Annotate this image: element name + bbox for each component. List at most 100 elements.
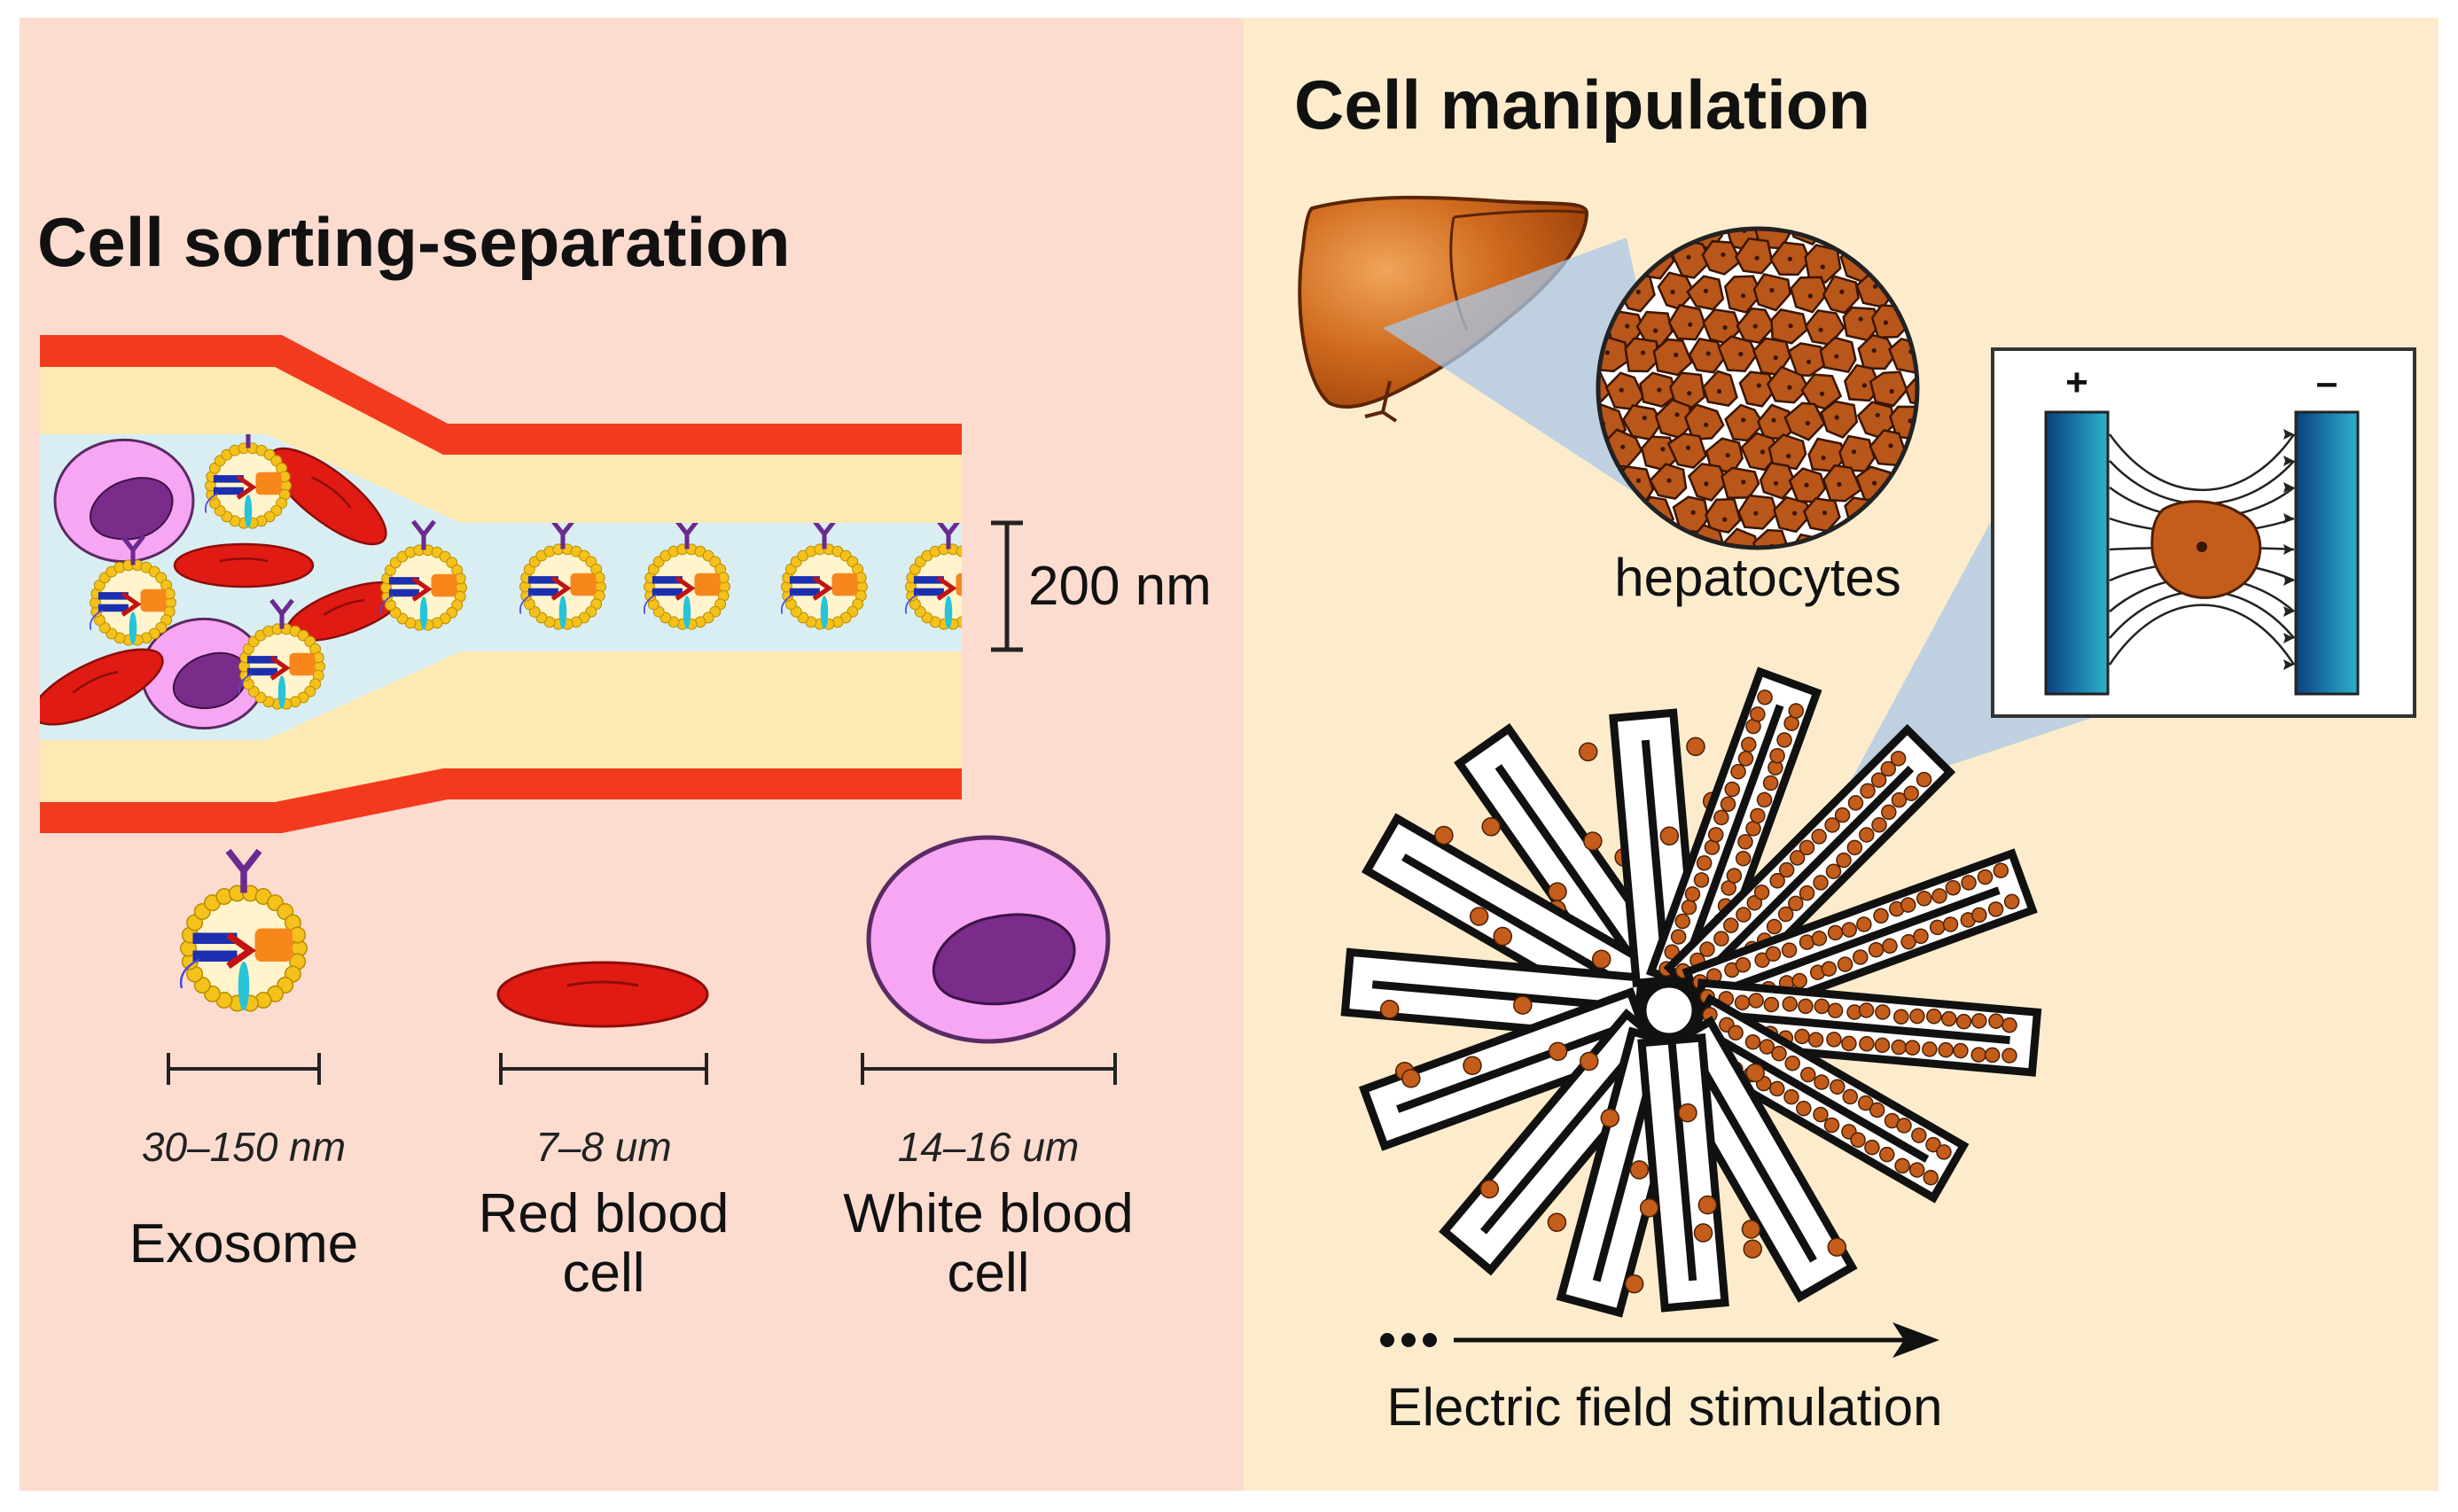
exosome-icon bbox=[205, 434, 292, 529]
white-blood-cell-icon bbox=[53, 438, 195, 564]
hepatocyte-icon bbox=[1813, 875, 1829, 891]
hepatocyte-icon bbox=[1624, 337, 1659, 373]
hepatocyte-icon bbox=[1481, 817, 1501, 837]
hepatocyte-icon bbox=[1977, 869, 1994, 885]
hepatocyte-icon bbox=[1984, 1047, 2001, 1064]
exosome-icon bbox=[380, 519, 467, 631]
hepatocyte-icon bbox=[1850, 1132, 1866, 1148]
hepatocyte-icon bbox=[1945, 879, 1962, 896]
hepatocyte-icon bbox=[1591, 949, 1611, 970]
wbc-label-line1: White blood bbox=[843, 1183, 1133, 1244]
electrode-arm bbox=[1637, 1033, 1729, 1313]
hepatocyte-icon bbox=[1741, 737, 1757, 752]
hepatocyte-icon bbox=[1916, 771, 1932, 788]
hepatocyte-icon bbox=[1993, 862, 2009, 878]
exosome-icon bbox=[179, 848, 308, 1012]
hepatocyte-icon bbox=[1513, 995, 1533, 1015]
electrode-plus-label: + bbox=[2065, 361, 2088, 404]
hepatocyte-icon bbox=[1953, 1042, 1969, 1059]
hepatocyte-icon bbox=[1469, 907, 1489, 926]
hepatocyte-icon bbox=[1735, 850, 1752, 867]
hepatocyte-icon bbox=[1961, 875, 1977, 891]
hepatocyte-icon bbox=[1578, 742, 1598, 762]
hepatocyte-icon bbox=[1926, 1009, 1942, 1025]
hepatocyte-icon bbox=[1753, 885, 1770, 900]
red-blood-cell-icon bbox=[496, 961, 709, 1028]
hepatocyte-icon bbox=[1814, 998, 1830, 1015]
hepatocyte-icon bbox=[1842, 1088, 1859, 1105]
exosome-size: 30–150 nm bbox=[142, 1124, 346, 1170]
hepatocyte-icon bbox=[1900, 897, 1916, 913]
hepatocyte-icon bbox=[1869, 370, 1908, 408]
hepatocyte-icon bbox=[1735, 956, 1752, 973]
white-blood-cell-icon bbox=[866, 835, 1111, 1044]
hepatocyte-icon bbox=[1762, 775, 1779, 791]
hepatocyte-icon bbox=[1750, 807, 1766, 824]
exosome-label: Exosome bbox=[129, 1213, 358, 1274]
hepatocyte-icon bbox=[1670, 929, 1687, 945]
hepatocyte-icon bbox=[1881, 804, 1897, 821]
hepatocyte-icon bbox=[1548, 1041, 1568, 1062]
hepatocyte-icon bbox=[1890, 751, 1907, 767]
hepatocyte-icon bbox=[1871, 817, 1887, 833]
hepatocyte-icon bbox=[1909, 1008, 1925, 1025]
hepatocyte-icon bbox=[1463, 1056, 1482, 1076]
hepatocyte-icon bbox=[1696, 854, 1713, 871]
hepatocyte-icon bbox=[1766, 365, 1810, 404]
hepatocyte-icon bbox=[1811, 829, 1827, 845]
legend-scale-bars bbox=[167, 1053, 1117, 1085]
hepatocyte-icon bbox=[1847, 795, 1864, 811]
hepatocyte-icon bbox=[1931, 888, 1947, 904]
hepatocyte-icon bbox=[1936, 1144, 1952, 1160]
hepatocyte-icon bbox=[1798, 998, 1814, 1015]
hepatocyte-icon bbox=[1736, 907, 1752, 923]
hepatocyte-icon bbox=[1434, 825, 1454, 846]
radial-electrode-array bbox=[1340, 666, 2042, 1318]
hepatocyte-icon bbox=[1699, 941, 1715, 957]
arrow-right-icon bbox=[1380, 1322, 1939, 1358]
hepatocyte-icon bbox=[1782, 996, 1799, 1012]
hepatocyte-icon bbox=[1705, 497, 1742, 534]
hepatocyte-icon bbox=[1693, 872, 1710, 888]
hepatocyte-icon bbox=[1669, 371, 1706, 409]
hepatocyte-icon bbox=[1857, 333, 1898, 370]
hepatocyte-icon bbox=[1547, 1212, 1567, 1232]
hepatocyte-icon bbox=[1688, 337, 1726, 374]
hepatocyte-icon bbox=[1720, 796, 1736, 813]
hepatocyte-icon bbox=[1769, 1080, 1785, 1097]
hepatocyte-icon bbox=[1683, 403, 1725, 441]
hepatocyte-icon bbox=[1922, 1041, 1938, 1057]
hepatocyte-icon bbox=[1814, 1074, 1830, 1090]
hepatocyte-icon bbox=[1799, 885, 1815, 901]
wbc-nucleus bbox=[932, 913, 1076, 1006]
hepatocyte-icon bbox=[1822, 275, 1860, 315]
hepatocyte-icon bbox=[1827, 1002, 1844, 1018]
hepatocyte-icon bbox=[1988, 1013, 2004, 1029]
hepatocyte-icon bbox=[1748, 993, 1764, 1009]
hepatocyte-icon bbox=[1600, 1108, 1620, 1128]
hepatocyte-icon bbox=[1693, 1223, 1713, 1243]
hepatocyte-icon bbox=[1940, 1010, 1957, 1027]
scale-bar-200nm bbox=[991, 520, 1023, 652]
hepatocyte-icon bbox=[1869, 1102, 1885, 1118]
hepatocyte-icon bbox=[1713, 809, 1729, 826]
electrode-arm bbox=[1358, 986, 1657, 1151]
electrode-minus-label: – bbox=[2316, 361, 2337, 404]
hepatocyte-icon bbox=[1707, 827, 1724, 843]
hepatocyte-icon bbox=[1856, 916, 1872, 932]
hepatocyte-icon bbox=[1757, 690, 1773, 705]
hepatocyte-icon bbox=[1800, 1066, 1816, 1083]
hepatocyte-icon bbox=[1767, 433, 1807, 471]
red-blood-cell-icon bbox=[173, 542, 315, 588]
wbc-size: 14–16 um bbox=[898, 1124, 1080, 1170]
hepatocyte-icon bbox=[1666, 432, 1707, 469]
hepatocyte-icon bbox=[1750, 706, 1766, 722]
hepatocyte-icon bbox=[1771, 1045, 1787, 1062]
hepatocyte-icon bbox=[1825, 863, 1842, 879]
hepatocyte-icon bbox=[1971, 1013, 1987, 1029]
exosome-icon bbox=[519, 518, 606, 630]
hepatocyte-icon bbox=[1744, 1033, 1761, 1050]
hepatocyte-icon bbox=[1756, 791, 1773, 808]
hepatocyte-icon bbox=[1864, 1139, 1880, 1156]
rbc-label-line1: Red blood bbox=[479, 1183, 730, 1244]
